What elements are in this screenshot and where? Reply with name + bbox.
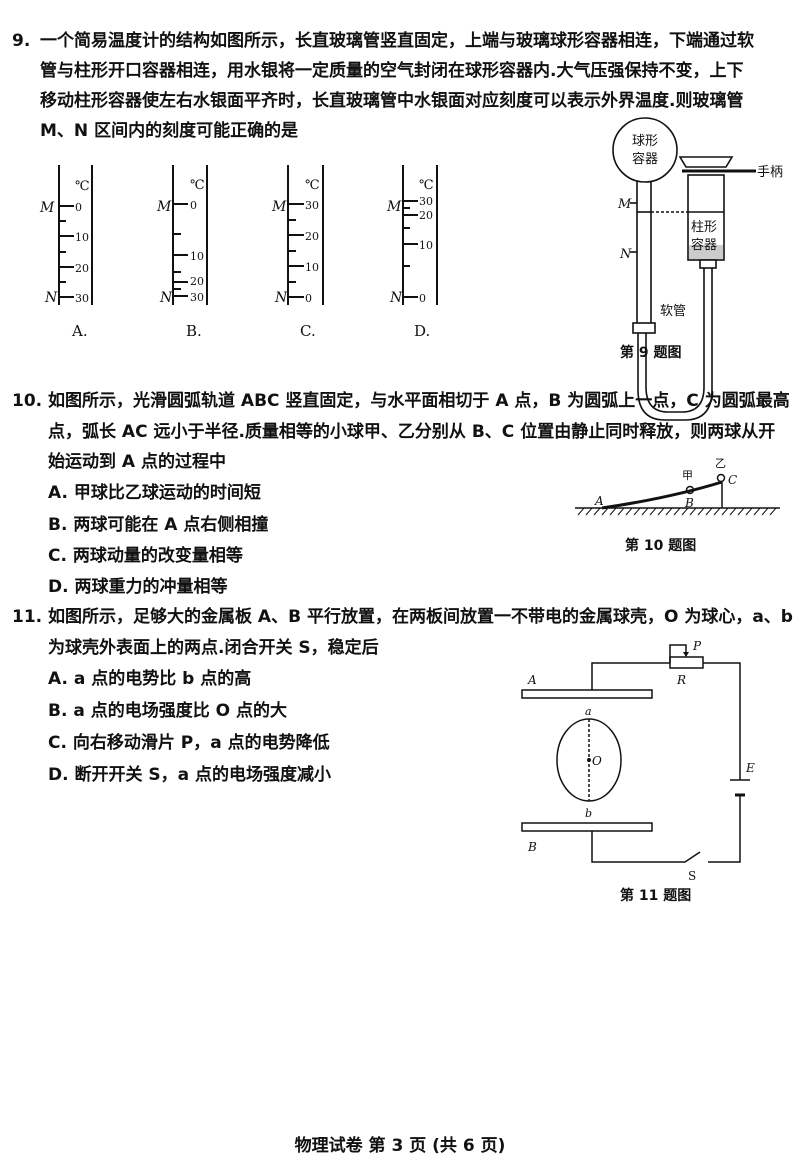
thermometer-option-d [402, 165, 438, 305]
mark-m: M [156, 199, 172, 215]
mark-n: N [44, 290, 58, 306]
question-number: 11. [12, 607, 43, 627]
scale-label: 10 [75, 231, 89, 244]
figure-caption: 第 10 题图 [625, 538, 697, 554]
rheostat-r [669, 656, 704, 669]
question-text-line: 如图所示，足够大的金属板 A、B 平行放置，在两板间放置一不带电的金属球壳，O … [48, 607, 793, 627]
bulb-label: 球形 [632, 134, 658, 149]
question-text-line: 点，弧长 AC 远小于半径.质量相等的小球甲、乙分别从 B、C 位置由静止同时释… [48, 422, 776, 442]
option-a: A. 甲球比乙球运动的时间短 [48, 483, 261, 503]
scale-label: 20 [75, 262, 89, 275]
mark-m: M [39, 200, 55, 216]
figure-11-circuit: A B P R E S O a b [521, 639, 755, 883]
unit-label: ℃ [190, 178, 205, 193]
point-b: B [684, 496, 694, 510]
plate-b [521, 822, 653, 832]
plate-a-label: A [527, 673, 537, 687]
option-c: C. 两球动量的改变量相等 [48, 546, 243, 566]
question-text-line: 移动柱形容器使左右水银面平齐时，长直玻璃管中水银面对应刻度可以表示外界温度.则玻… [40, 91, 744, 111]
option-c: C. 向右移动滑片 P，a 点的电势降低 [48, 733, 330, 753]
point-a-label: a [585, 705, 592, 718]
question-text-line: 管与柱形开口容器相连，用水银将一定质量的空气封闭在球形容器内.大气压强保持不变，… [40, 61, 744, 81]
center-o-label: O [592, 754, 602, 768]
figure-9-thermometer-apparatus: 球形 容器 柱形 容器 手柄 M N 软管 [612, 117, 783, 421]
option-label: A. [71, 322, 88, 340]
ball-jia [685, 485, 695, 495]
scale-label: 0 [419, 292, 426, 305]
thermometer-option-c [287, 165, 324, 305]
question-text-line: 为球壳外表面上的两点.闭合开关 S，稳定后 [48, 638, 379, 658]
page-footer: 物理试卷 第 3 页 (共 6 页) [294, 1136, 506, 1156]
cylinder-label: 柱形 [691, 220, 717, 235]
thermometer-option-a [58, 165, 93, 305]
unit-label: ℃ [419, 178, 434, 193]
unit-label: ℃ [75, 179, 90, 194]
scale-label: 0 [190, 199, 197, 212]
point-c: C [728, 473, 737, 487]
rheostat-r-label: R [676, 673, 686, 687]
mark-n: N [274, 290, 288, 306]
scale-label: 30 [419, 195, 433, 208]
scale-label: 0 [305, 292, 312, 305]
scale-label: 10 [305, 261, 319, 274]
figure-caption: 第 11 题图 [620, 888, 692, 904]
hose-label: 软管 [660, 304, 686, 319]
option-label: D. [414, 322, 430, 340]
ball-yi [716, 473, 726, 483]
scale-label: 10 [190, 250, 204, 263]
question-text-line: M、N 区间内的刻度可能正确的是 [40, 121, 299, 141]
ball-jia-label: 甲 [682, 469, 693, 482]
mark-n: N [619, 247, 632, 262]
mark-m: M [617, 197, 632, 212]
cylinder-label: 容器 [691, 237, 717, 253]
unit-label: ℃ [305, 178, 320, 193]
option-a: A. a 点的电势比 b 点的高 [48, 669, 252, 689]
plate-b-label: B [527, 840, 537, 854]
thermometer-option-b [172, 165, 208, 305]
bulb-label: 容器 [632, 151, 658, 167]
scale-label: 10 [419, 239, 433, 252]
question-text-line: 如图所示，光滑圆弧轨道 ABC 竖直固定，与水平面相切于 A 点，B 为圆弧上一… [48, 391, 790, 411]
mark-n: N [159, 290, 173, 306]
question-text-line: 一个简易温度计的结构如图所示，长直玻璃管竖直固定，上端与玻璃球形容器相连，下端通… [40, 31, 754, 51]
slider-p-label: P [692, 639, 702, 653]
question-number: 10. [12, 391, 43, 411]
scale-label: 30 [305, 199, 319, 212]
scale-label: 0 [75, 201, 82, 214]
scale-label: 20 [419, 209, 433, 222]
battery-e-label: E [745, 761, 755, 775]
point-a: A [594, 494, 604, 508]
question-text-line: 始运动到 A 点的过程中 [48, 452, 226, 472]
option-d: D. 断开开关 S，a 点的电场强度减小 [48, 765, 332, 785]
option-b: B. a 点的电场强度比 O 点的大 [48, 701, 288, 721]
figure-caption: 第 9 题图 [620, 345, 682, 361]
mark-m: M [386, 199, 402, 215]
option-d: D. 两球重力的冲量相等 [48, 577, 228, 597]
scale-label: 20 [305, 230, 319, 243]
mercury-fill [689, 245, 723, 259]
option-b: B. 两球可能在 A 点右侧相撞 [48, 515, 269, 535]
mark-n: N [389, 290, 403, 306]
thermometer-options: ℃ M N 0 10 20 30 A. ℃ M N 0 10 20 30 B. [39, 165, 438, 340]
mark-m: M [271, 199, 287, 215]
figure-10-arc-track: A B C 甲 乙 [575, 457, 780, 516]
option-label: C. [300, 322, 316, 340]
scale-label: 30 [190, 291, 204, 304]
ball-yi-label: 乙 [715, 457, 726, 470]
switch-s-label: S [688, 869, 696, 883]
scale-label: 30 [75, 292, 89, 305]
point-b-label: b [585, 807, 592, 820]
question-number: 9. [12, 31, 31, 51]
scale-label: 20 [190, 275, 204, 288]
handle-label: 手柄 [757, 165, 783, 180]
plate-a [521, 689, 653, 699]
option-label: B. [186, 322, 202, 340]
